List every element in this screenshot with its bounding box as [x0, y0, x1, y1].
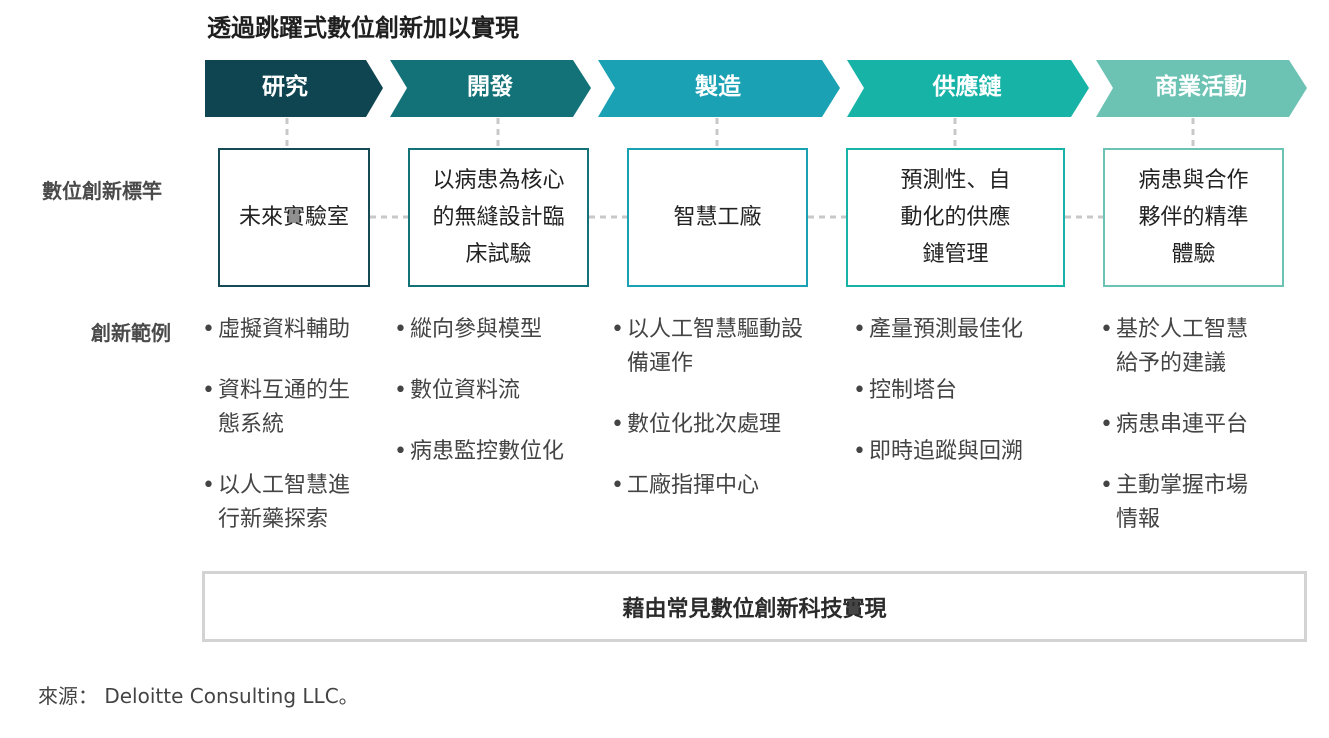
example-item-line: 產量預測最佳化: [869, 317, 1024, 342]
example-item-line: 主動掌握市場: [1116, 473, 1249, 498]
bullet-icon: •: [611, 317, 624, 342]
example-item-line: 數位資料流: [410, 378, 521, 403]
example-item: •基於人工智慧給予的建議: [1100, 313, 1300, 381]
benchmark-line: 體驗: [1171, 242, 1216, 267]
example-item: •縱向參與模型: [394, 313, 594, 347]
example-item: •數位資料流: [394, 374, 594, 408]
bullet-icon: •: [1100, 473, 1113, 498]
example-item: •產量預測最佳化: [853, 313, 1068, 347]
row-label-examples: 創新範例: [91, 321, 171, 345]
bullet-icon: •: [1100, 317, 1113, 342]
example-item: •工廠指揮中心: [611, 469, 836, 503]
example-item-line: 虛擬資料輔助: [218, 317, 351, 342]
example-item: •即時追蹤與回溯: [853, 435, 1068, 469]
example-item-line: 病患串連平台: [1116, 412, 1249, 437]
benchmark-box-manufacturing: 智慧工廠: [627, 148, 808, 287]
example-item-line: 工廠指揮中心: [627, 473, 760, 498]
stage-arrow-manufacturing: [598, 60, 840, 117]
bullet-icon: •: [202, 378, 215, 403]
bullet-icon: •: [611, 412, 624, 437]
benchmark-line: 的無縫設計臨: [432, 205, 565, 230]
example-item: •以人工智慧進行新藥探索: [202, 469, 377, 537]
benchmark-box-commercial: 病患與合作夥伴的精準體驗: [1103, 148, 1284, 287]
benchmark-box-research: 未來實驗室: [218, 148, 370, 287]
dashed-connectors: [285, 118, 1195, 219]
benchmark-line: 智慧工廠: [673, 205, 762, 230]
example-item-line: 縱向參與模型: [410, 317, 543, 342]
example-item-line: 病患監控數位化: [410, 439, 565, 464]
stage-label-development: 開發: [467, 74, 513, 100]
benchmark-line: 以病患為核心: [432, 168, 565, 193]
examples-manufacturing: •以人工智慧驅動設備運作•數位化批次處理•工廠指揮中心: [611, 313, 836, 530]
source-note: 來源： Deloitte Consulting LLC。: [38, 684, 359, 708]
stage-label-manufacturing: 製造: [695, 74, 741, 100]
example-item: •主動掌握市場情報: [1100, 469, 1300, 537]
benchmark-line: 鏈管理: [922, 242, 989, 267]
stage-arrow-commercial: [1096, 60, 1307, 117]
example-item: •虛擬資料輔助: [202, 313, 377, 347]
stage-arrow-development: [390, 60, 591, 117]
example-item: •數位化批次處理: [611, 408, 836, 442]
examples-supply-chain: •產量預測最佳化•控制塔台•即時追蹤與回溯: [853, 313, 1068, 496]
benchmark-line: 未來實驗室: [238, 205, 349, 230]
example-item: •病患監控數位化: [394, 435, 594, 469]
benchmark-line: 床試驗: [465, 242, 532, 267]
example-item-line: 數位化批次處理: [627, 412, 782, 437]
diagram-title: 透過跳躍式數位創新加以實現: [207, 14, 519, 42]
benchmark-box-development: 以病患為核心的無縫設計臨床試驗: [408, 148, 589, 287]
benchmark-box-supply-chain: 預測性、自動化的供應鏈管理: [846, 148, 1065, 287]
example-item-line: 給予的建議: [1116, 351, 1227, 376]
enabling-technology-box: 藉由常見數位創新科技實現: [202, 571, 1307, 642]
stage-arrows: [205, 60, 1307, 117]
example-item-line: 情報: [1116, 507, 1161, 532]
bullet-icon: •: [853, 378, 866, 403]
bullet-icon: •: [202, 473, 215, 498]
example-item: •控制塔台: [853, 374, 1068, 408]
example-item-line: 以人工智慧驅動設: [627, 317, 804, 342]
stage-arrow-research: [205, 60, 383, 117]
stage-label-supply-chain: 供應鏈: [932, 74, 1002, 100]
bullet-icon: •: [394, 439, 407, 464]
example-item-line: 備運作: [627, 351, 694, 376]
example-item-line: 態系統: [218, 412, 285, 437]
stage-label-commercial: 商業活動: [1155, 74, 1247, 100]
stage-arrow-supply-chain: [847, 60, 1089, 117]
example-item: •以人工智慧驅動設備運作: [611, 313, 836, 381]
examples-development: •縱向參與模型•數位資料流•病患監控數位化: [394, 313, 594, 496]
example-item-line: 以人工智慧進: [218, 473, 351, 498]
bullet-icon: •: [853, 317, 866, 342]
example-item-line: 行新藥探索: [218, 507, 329, 532]
stage-label-research: 研究: [262, 74, 308, 100]
example-item-line: 資料互通的生: [218, 378, 351, 403]
bullet-icon: •: [853, 439, 866, 464]
examples-commercial: •基於人工智慧給予的建議•病患串連平台•主動掌握市場情報: [1100, 313, 1300, 564]
row-label-benchmark: 數位創新標竿: [42, 179, 162, 203]
example-item-line: 控制塔台: [869, 378, 958, 403]
benchmark-line: 病患與合作: [1138, 168, 1249, 193]
benchmark-line: 夥伴的精準: [1138, 205, 1249, 230]
example-item: •病患串連平台: [1100, 408, 1300, 442]
bullet-icon: •: [394, 378, 407, 403]
bullet-icon: •: [394, 317, 407, 342]
example-item: •資料互通的生態系統: [202, 374, 377, 442]
benchmark-line: 動化的供應: [900, 205, 1011, 230]
examples-research: •虛擬資料輔助•資料互通的生態系統•以人工智慧進行新藥探索: [202, 313, 377, 564]
bullet-icon: •: [1100, 412, 1113, 437]
bullet-icon: •: [202, 317, 215, 342]
example-item-line: 基於人工智慧: [1116, 317, 1249, 342]
bullet-icon: •: [611, 473, 624, 498]
example-item-line: 即時追蹤與回溯: [869, 439, 1024, 464]
benchmark-line: 預測性、自: [900, 168, 1011, 193]
